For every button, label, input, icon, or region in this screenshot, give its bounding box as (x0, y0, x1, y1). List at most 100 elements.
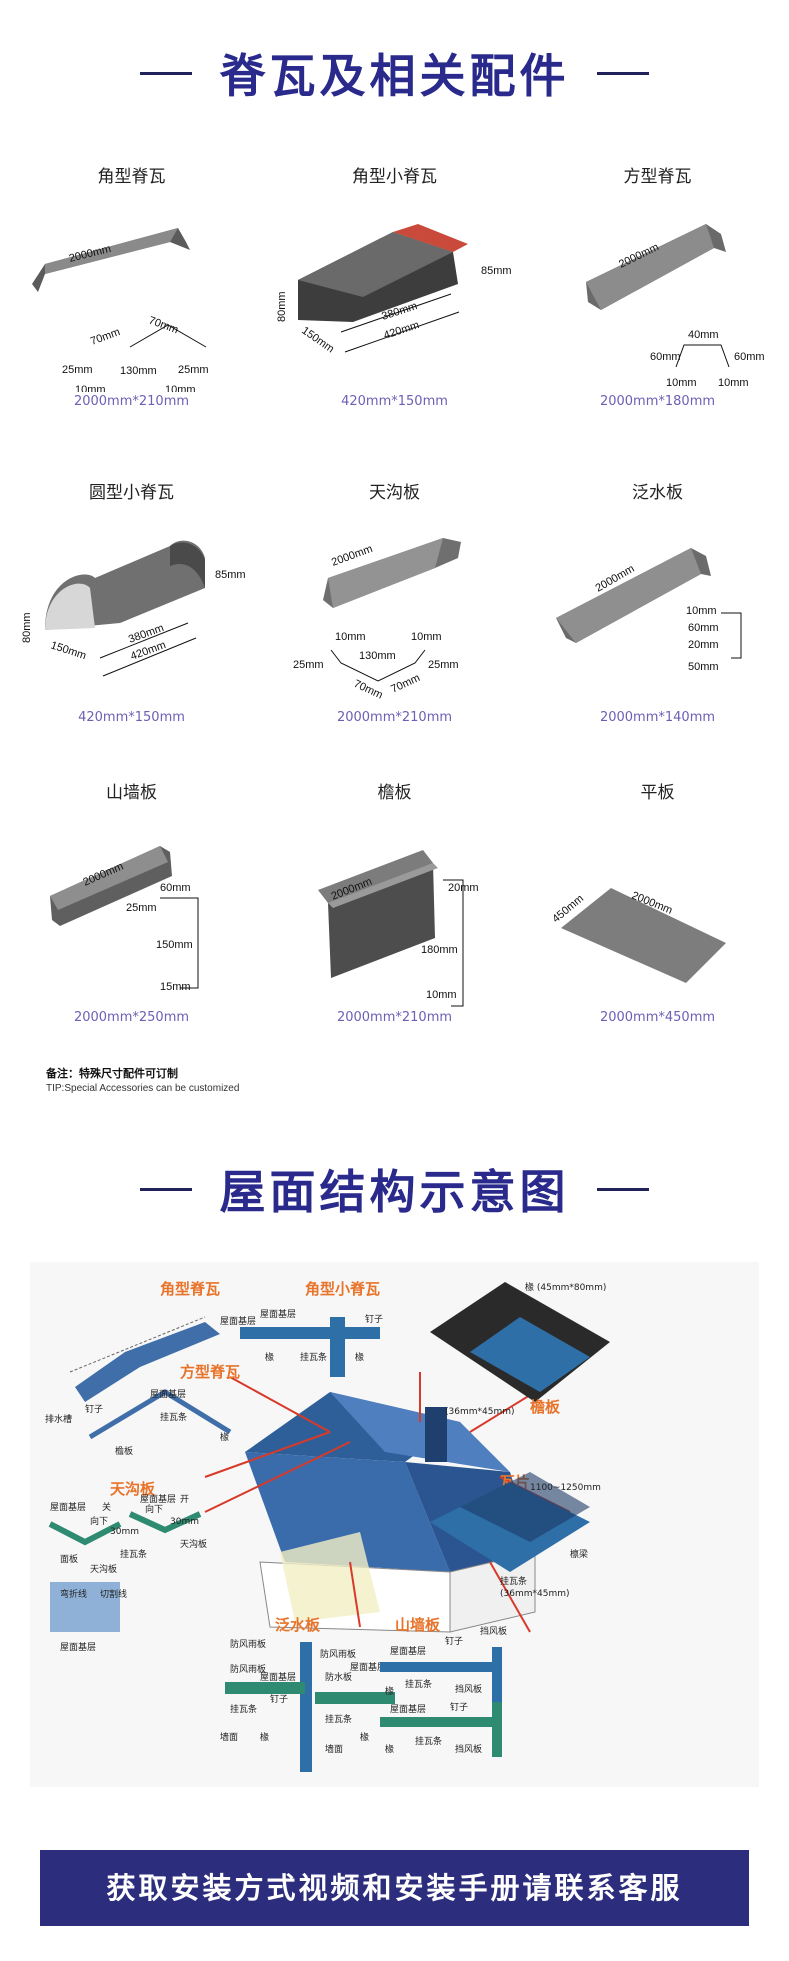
svg-text:10mm: 10mm (686, 605, 717, 617)
svg-text:向下: 向下 (90, 1515, 108, 1527)
svg-text:30mm: 30mm (110, 1527, 139, 1537)
svg-text:70mm: 70mm (352, 678, 385, 702)
svg-text:方型脊瓦: 方型脊瓦 (180, 1363, 240, 1381)
svg-text:椽: 椽 (360, 1731, 369, 1743)
svg-text:屋面基层: 屋面基层 (140, 1493, 176, 1505)
gable-board-drawing: 2000mm 60mm 25mm 150mm 15mm (50, 846, 199, 993)
svg-text:防风雨板: 防风雨板 (320, 1648, 356, 1660)
svg-text:50mm: 50mm (688, 661, 719, 673)
svg-text:10mm: 10mm (75, 384, 106, 392)
svg-text:180mm: 180mm (421, 944, 458, 956)
svg-text:25mm: 25mm (126, 902, 157, 914)
svg-text:挡风板: 挡风板 (455, 1743, 482, 1755)
item-name: 角型小脊瓦 (352, 167, 437, 187)
svg-text:25mm: 25mm (428, 659, 459, 671)
svg-text:向下: 向下 (145, 1503, 163, 1515)
svg-text:檩梁: 檩梁 (570, 1548, 588, 1560)
gutter-board-drawing: 2000mm 10mm 10mm 25mm 130mm 25mm 70mm 70… (293, 538, 461, 702)
svg-text:面板: 面板 (60, 1553, 78, 1565)
svg-text:150mm: 150mm (299, 325, 336, 356)
svg-text:挡风板: 挡风板 (455, 1683, 482, 1695)
svg-text:椽: 椽 (260, 1731, 269, 1743)
svg-text:30mm: 30mm (170, 1517, 199, 1527)
svg-text:(36mm*45mm): (36mm*45mm) (445, 1407, 515, 1417)
svg-text:屋面基层: 屋面基层 (60, 1641, 96, 1653)
svg-text:20mm: 20mm (688, 639, 719, 651)
svg-text:檐板: 檐板 (530, 1398, 561, 1416)
svg-text:开: 开 (180, 1494, 189, 1505)
svg-text:墙面: 墙面 (220, 1731, 238, 1743)
svg-text:防风雨板: 防风雨板 (230, 1663, 266, 1675)
section-title-text: 脊瓦及相关配件 (219, 49, 570, 103)
svg-text:弯折线: 弯折线 (60, 1588, 87, 1600)
svg-text:墙面: 墙面 (325, 1743, 343, 1755)
svg-text:60mm: 60mm (688, 622, 719, 634)
item-name: 泛水板 (632, 483, 683, 503)
svg-text:挂瓦条: 挂瓦条 (500, 1575, 527, 1587)
svg-text:150mm: 150mm (156, 939, 193, 951)
item-yanban: 檐板 2000mm 20mm 180mm 10mm 2000mm*210mm (263, 778, 526, 1068)
svg-text:钉子: 钉子 (85, 1404, 103, 1415)
svg-text:挂瓦条: 挂瓦条 (160, 1411, 187, 1423)
item-name: 方型脊瓦 (623, 167, 692, 187)
svg-text:椽: 椽 (385, 1685, 394, 1697)
svg-text:角型小脊瓦: 角型小脊瓦 (305, 1280, 380, 1298)
svg-text:屋面基层: 屋面基层 (260, 1671, 296, 1683)
svg-text:挂瓦条: 挂瓦条 (120, 1548, 147, 1560)
flashing-board-drawing: 2000mm 10mm 60mm 20mm 50mm (556, 548, 742, 673)
item-shanqiangban: 山墙板 2000mm 60mm 25mm 150mm 15mm 2000mm*2… (0, 778, 263, 1068)
item-size: 2000mm*180mm (599, 394, 716, 409)
svg-text:130mm: 130mm (359, 650, 396, 662)
svg-text:70mm: 70mm (89, 326, 122, 348)
item-name: 檐板 (377, 783, 412, 803)
svg-text:80mm: 80mm (21, 612, 33, 643)
svg-text:天沟板: 天沟板 (110, 1480, 156, 1498)
svg-text:椽 (45mm*80mm): 椽 (45mm*80mm) (525, 1281, 606, 1293)
svg-text:40mm: 40mm (688, 329, 719, 341)
note-en: TIP:Special Accessories can be customize… (46, 1083, 240, 1094)
svg-text:屋面基层: 屋面基层 (350, 1661, 386, 1673)
svg-text:420mm: 420mm (382, 319, 421, 342)
item-size: 2000mm*210mm (336, 710, 453, 725)
item-name: 角型脊瓦 (97, 167, 166, 187)
note-cn: 备注：特殊尺寸配件可订制 (46, 1067, 178, 1080)
svg-text:山墙板: 山墙板 (395, 1616, 441, 1634)
item-name: 圆型小脊瓦 (89, 483, 174, 503)
svg-text:屋面基层: 屋面基层 (50, 1501, 86, 1513)
svg-text:10mm: 10mm (718, 377, 749, 389)
svg-text:10mm: 10mm (335, 631, 366, 643)
svg-text:钉子: 钉子 (445, 1636, 463, 1647)
svg-text:角型脊瓦: 角型脊瓦 (160, 1280, 220, 1298)
item-size: 420mm*150mm (341, 394, 448, 409)
item-name: 天沟板 (369, 483, 420, 503)
svg-text:25mm: 25mm (62, 364, 93, 376)
svg-text:切割线: 切割线 (100, 1588, 127, 1600)
section-title-roof-structure: 屋面结构示意图 (0, 1156, 789, 1222)
svg-text:10mm: 10mm (165, 384, 196, 392)
svg-text:椽: 椽 (265, 1351, 274, 1363)
svg-text:挂瓦条: 挂瓦条 (230, 1703, 257, 1715)
title-line-right (596, 71, 649, 75)
svg-text:泛水板: 泛水板 (275, 1616, 321, 1634)
item-size: 2000mm*210mm (336, 1010, 453, 1025)
item-fangxing-jiwa: 方型脊瓦 2000mm 40mm 60mm 60mm 10mm 10mm 200… (526, 162, 789, 452)
item-jiaoxing-xiao-jiwa: 角型小脊瓦 85mm 80mm 150mm 380mm 420mm 420mm*… (263, 162, 526, 452)
roof-diagram-svg: 角型脊瓦 屋面基层 排水槽 方型脊瓦 钉子 屋面基层 挂瓦条 椽 檐板 天沟板 … (45, 1280, 610, 1772)
item-size: 2000mm*450mm (599, 1010, 716, 1025)
svg-text:15mm: 15mm (160, 981, 191, 993)
svg-text:挂瓦条: 挂瓦条 (405, 1678, 432, 1690)
svg-text:椽: 椽 (385, 1743, 394, 1755)
svg-text:屋面基层: 屋面基层 (220, 1315, 256, 1327)
item-tiangouban: 天沟板 2000mm 10mm 10mm 25mm 130mm 25mm 70m… (263, 478, 526, 768)
svg-text:钉子: 钉子 (365, 1314, 383, 1325)
svg-text:150mm: 150mm (49, 639, 88, 662)
item-jiaoxing-jiwa: 角型脊瓦 2000mm 70mm 70mm 25mm 130mm 25mm 10… (0, 162, 263, 452)
svg-text:70mm: 70mm (147, 315, 180, 337)
section-title-text: 屋面结构示意图 (219, 1165, 570, 1219)
svg-text:椽: 椽 (355, 1351, 364, 1363)
svg-text:85mm: 85mm (215, 569, 246, 581)
contact-banner: 获取安装方式视频和安装手册请联系客服 (40, 1850, 749, 1926)
svg-text:防水板: 防水板 (325, 1671, 352, 1683)
svg-text:关: 关 (102, 1501, 111, 1513)
svg-text:天沟板: 天沟板 (180, 1538, 207, 1550)
